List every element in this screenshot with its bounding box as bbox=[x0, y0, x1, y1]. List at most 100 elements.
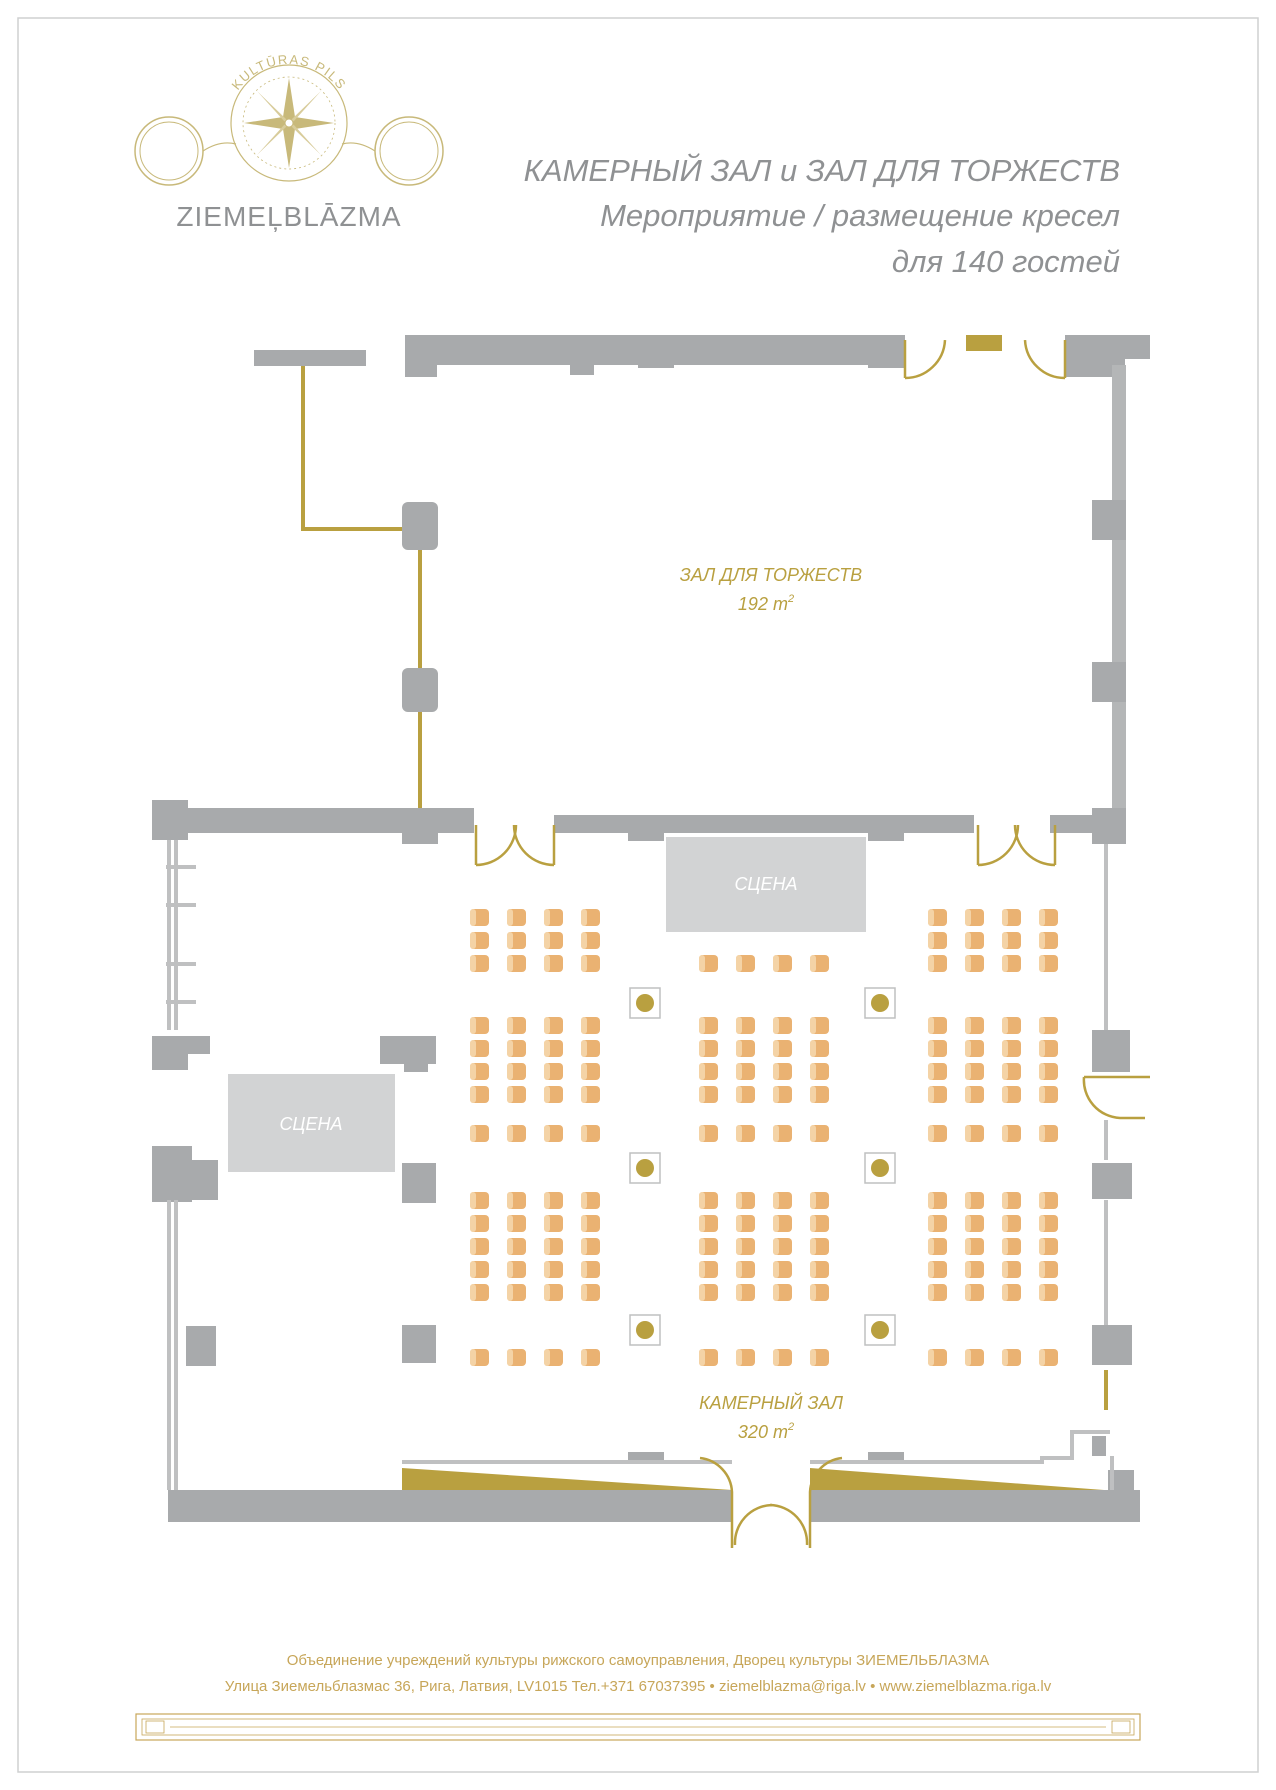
footer-line1: Объединение учреждений культуры рижского… bbox=[287, 1652, 989, 1669]
chair bbox=[965, 1284, 984, 1301]
chair bbox=[810, 1238, 829, 1255]
chair bbox=[699, 1238, 718, 1255]
chair bbox=[965, 909, 984, 926]
chair bbox=[1002, 1349, 1021, 1366]
header: КАМЕРНЫЙ ЗАЛ и ЗАЛ ДЛЯ ТОРЖЕСТВ Мероприя… bbox=[524, 152, 1120, 279]
page-border bbox=[17, 17, 1259, 1773]
chair bbox=[507, 1284, 526, 1301]
chair bbox=[544, 1261, 563, 1278]
chair bbox=[1039, 1017, 1058, 1034]
chair bbox=[507, 1017, 526, 1034]
chair bbox=[470, 932, 489, 949]
chair bbox=[1039, 932, 1058, 949]
chair bbox=[581, 932, 600, 949]
chair bbox=[810, 1017, 829, 1034]
banquet-hall-name: ЗАЛ ДЛЯ ТОРЖЕСТВ bbox=[680, 565, 862, 585]
chair bbox=[965, 1063, 984, 1080]
chair bbox=[928, 1063, 947, 1080]
chair bbox=[507, 909, 526, 926]
chair bbox=[1039, 1063, 1058, 1080]
chair bbox=[1002, 1192, 1021, 1209]
chair bbox=[928, 1215, 947, 1232]
chair bbox=[773, 1215, 792, 1232]
chair bbox=[965, 1040, 984, 1057]
chair bbox=[1002, 955, 1021, 972]
chair bbox=[773, 1349, 792, 1366]
partitions bbox=[301, 366, 1108, 1410]
chair bbox=[965, 1017, 984, 1034]
chair bbox=[470, 1040, 489, 1057]
chair bbox=[1002, 1215, 1021, 1232]
chair bbox=[928, 1192, 947, 1209]
chair bbox=[507, 1238, 526, 1255]
chair bbox=[544, 1125, 563, 1142]
column-marker bbox=[864, 1314, 896, 1346]
footer-line2: Улица Зиемельблазмас 36, Рига, Латвия, L… bbox=[225, 1678, 1052, 1695]
chair bbox=[699, 955, 718, 972]
chair bbox=[736, 1125, 755, 1142]
chair bbox=[699, 1017, 718, 1034]
chair bbox=[1039, 1040, 1058, 1057]
column-marker bbox=[629, 1314, 661, 1346]
chair bbox=[810, 1192, 829, 1209]
chair bbox=[810, 1086, 829, 1103]
chair bbox=[810, 1349, 829, 1366]
banquet-hall-label: ЗАЛ ДЛЯ ТОРЖЕСТВ 192 m2 bbox=[680, 565, 862, 614]
chair bbox=[699, 1284, 718, 1301]
chair bbox=[699, 1063, 718, 1080]
chair bbox=[1002, 1261, 1021, 1278]
banquet-hall-area: 192 m2 bbox=[738, 593, 794, 614]
chair bbox=[1002, 1284, 1021, 1301]
chair bbox=[544, 932, 563, 949]
chair bbox=[928, 1125, 947, 1142]
chamber-hall-area: 320 m2 bbox=[738, 1421, 794, 1442]
chair bbox=[736, 1017, 755, 1034]
chair bbox=[928, 1284, 947, 1301]
chair bbox=[507, 1349, 526, 1366]
chair bbox=[773, 1192, 792, 1209]
chair bbox=[773, 1040, 792, 1057]
chair bbox=[507, 1086, 526, 1103]
chair bbox=[928, 1017, 947, 1034]
chair bbox=[699, 1040, 718, 1057]
chair bbox=[1002, 1063, 1021, 1080]
chair bbox=[470, 1261, 489, 1278]
chair bbox=[1039, 909, 1058, 926]
stage-main bbox=[666, 837, 866, 932]
chair bbox=[965, 932, 984, 949]
header-subtitle: Мероприятие / размещение кресел bbox=[600, 198, 1120, 233]
chair bbox=[810, 955, 829, 972]
chair bbox=[928, 1349, 947, 1366]
chair bbox=[773, 1284, 792, 1301]
chair bbox=[928, 1086, 947, 1103]
chair bbox=[965, 1261, 984, 1278]
chair bbox=[581, 909, 600, 926]
chair bbox=[965, 1192, 984, 1209]
chair bbox=[1002, 1086, 1021, 1103]
chair bbox=[581, 1215, 600, 1232]
chair bbox=[507, 1063, 526, 1080]
chair bbox=[965, 1215, 984, 1232]
chair bbox=[581, 1086, 600, 1103]
chair bbox=[470, 1238, 489, 1255]
chamber-hall-name: КАМЕРНЫЙ ЗАЛ bbox=[699, 1392, 844, 1413]
chair bbox=[507, 1125, 526, 1142]
column-marker bbox=[629, 1152, 661, 1184]
chair bbox=[773, 1063, 792, 1080]
header-guests: для 140 гостей bbox=[892, 244, 1120, 279]
header-title: КАМЕРНЫЙ ЗАЛ и ЗАЛ ДЛЯ ТОРЖЕСТВ bbox=[524, 152, 1120, 188]
chair bbox=[1039, 955, 1058, 972]
chair bbox=[928, 932, 947, 949]
chair bbox=[507, 1192, 526, 1209]
stage-main-label: СЦЕНА bbox=[734, 874, 797, 894]
chair bbox=[544, 1349, 563, 1366]
chair bbox=[544, 1215, 563, 1232]
chair bbox=[736, 1086, 755, 1103]
chair bbox=[470, 1284, 489, 1301]
chair bbox=[581, 1238, 600, 1255]
chair bbox=[773, 1261, 792, 1278]
footer-ornament bbox=[135, 1713, 1141, 1741]
column-marker bbox=[864, 1152, 896, 1184]
door-accent bbox=[966, 335, 1002, 351]
